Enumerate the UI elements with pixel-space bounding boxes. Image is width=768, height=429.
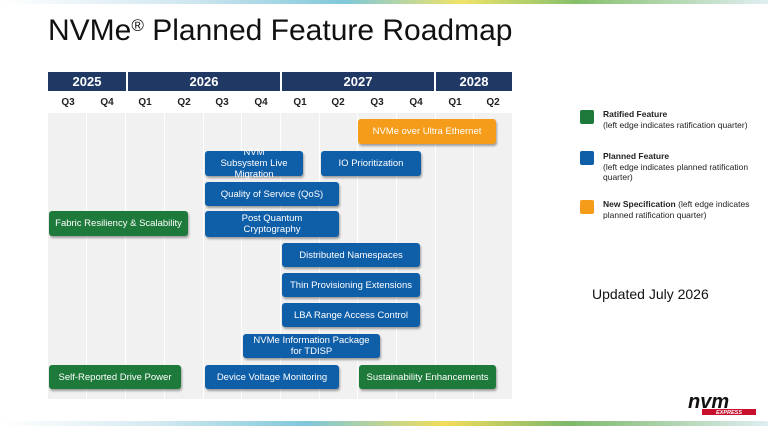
quarter-label: Q4 [100, 97, 114, 108]
legend-description: (left edge indicates planned ratificatio… [603, 161, 749, 183]
grid-column-divider [125, 113, 126, 399]
legend-swatch-planned [580, 151, 594, 165]
feature-bar-device-voltage-monitoring: Device Voltage Monitoring [205, 365, 339, 389]
year-header-2026: 2026 [128, 72, 280, 91]
logo-wordmark: nvm [688, 392, 729, 413]
quarter-label: Q3 [61, 97, 75, 108]
year-header-2025: 2025 [48, 72, 126, 91]
updated-date: Updated July 2026 [592, 286, 709, 302]
feature-bar-post-quantum-cryptography: Post Quantum Cryptography [205, 211, 339, 237]
legend-label: Ratified Feature [603, 109, 668, 119]
quarter-label: Q1 [138, 97, 152, 108]
legend-label: New Specification [603, 199, 676, 209]
year-header-2027: 2027 [282, 72, 434, 91]
feature-bar-lba-range-access-control: LBA Range Access Control [282, 303, 420, 327]
feature-bar-quality-of-service: Quality of Service (QoS) [205, 182, 339, 206]
legend-swatch-ratified [580, 110, 594, 124]
feature-bar-nvm-subsystem-live-migration: NVM Subsystem Live Migration [205, 147, 303, 180]
legend-label: Planned Feature [603, 151, 670, 161]
legend-ratified: Ratified Feature (left edge indicates ra… [603, 109, 753, 130]
feature-bar-nvme-over-ultra-ethernet: NVMe over Ultra Ethernet [358, 119, 496, 144]
grid-column-divider [280, 113, 281, 399]
logo-bar [702, 409, 756, 415]
feature-bar-fabric-resiliency: Fabric Resiliency & Scalability [49, 211, 188, 236]
year-header-2028: 2028 [436, 72, 512, 91]
legend-newspec: New Specification (left edge indicates p… [603, 199, 753, 220]
nvm-express-logo: nvm EXPRESS [688, 392, 756, 416]
top-decorative-stripe [0, 0, 768, 4]
bottom-decorative-stripe [0, 421, 768, 426]
logo-subtext: EXPRESS [716, 410, 742, 416]
feature-bar-sustainability-enhancements: Sustainability Enhancements [359, 365, 496, 389]
quarter-label: Q1 [293, 97, 307, 108]
quarter-label: Q3 [215, 97, 229, 108]
legend-description: (left edge indicates planned ratificatio… [603, 199, 750, 220]
quarter-label: Q2 [486, 97, 500, 108]
quarter-label: Q2 [331, 97, 345, 108]
feature-bar-io-prioritization: IO Prioritization [321, 151, 421, 176]
feature-bar-nvme-info-package-tdisp: NVMe Information Package for TDISP [243, 334, 380, 358]
grid-column-divider [203, 113, 204, 399]
quarter-label: Q2 [177, 97, 191, 108]
feature-bar-thin-provisioning: Thin Provisioning Extensions [282, 273, 420, 297]
grid-column-divider [473, 113, 474, 399]
legend-swatch-newspec [580, 200, 594, 214]
grid-column-divider [164, 113, 165, 399]
legend-planned: Planned Feature (left edge indicates pla… [603, 151, 753, 183]
feature-bar-distributed-namespaces: Distributed Namespaces [282, 243, 420, 267]
quarter-label: Q3 [370, 97, 384, 108]
grid-column-divider [241, 113, 242, 399]
legend-description: (left edge indicates ratification quarte… [603, 119, 748, 130]
page-title: NVMe® Planned Feature Roadmap [48, 14, 513, 47]
grid-column-divider [435, 113, 436, 399]
feature-bar-self-reported-drive-power: Self-Reported Drive Power [49, 365, 181, 389]
grid-column-divider [86, 113, 87, 399]
quarter-label: Q1 [448, 97, 462, 108]
quarter-label: Q4 [409, 97, 423, 108]
quarter-label: Q4 [254, 97, 268, 108]
